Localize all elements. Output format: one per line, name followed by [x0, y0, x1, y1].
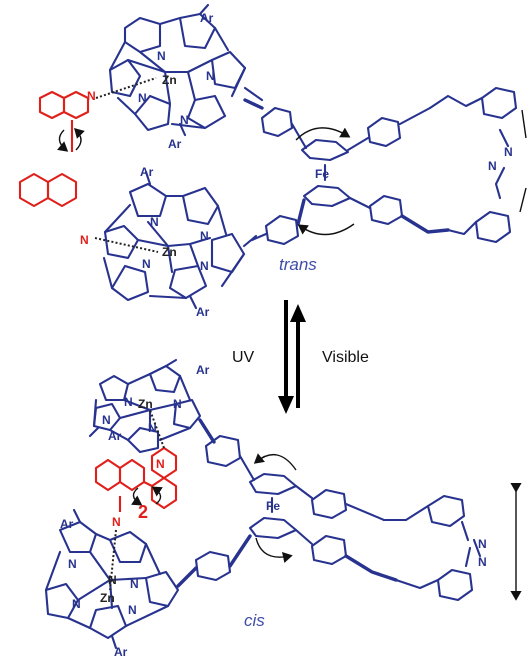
- cis-upper-ar-left: Ar: [108, 429, 122, 443]
- trans-upper-ar-top: Ar: [200, 11, 214, 25]
- cis-lower-ar-bottom: Ar: [114, 645, 128, 657]
- trans-lower-ar-top: Ar: [140, 165, 154, 179]
- visible-label: Visible: [322, 349, 369, 366]
- cis-coordination-upper: [149, 409, 165, 449]
- cis-lower-n-1: N: [68, 557, 77, 571]
- cis-upper-n-2: N: [148, 421, 157, 435]
- trans-azo-n-2: N: [488, 159, 497, 173]
- trans-rotation-arrow-bottom: [297, 223, 355, 236]
- cis-rotation-arrow-bottom: [255, 537, 293, 563]
- uv-label: UV: [232, 349, 255, 366]
- cis-lower-n-2: N: [72, 597, 81, 611]
- trans-upper-ar-bottom: Ar: [168, 137, 182, 151]
- cis-linker: [194, 418, 482, 602]
- compound-number: 2: [138, 502, 148, 522]
- cis-upper-n-3: N: [173, 397, 182, 411]
- trans-isoquinoline-ligands: [18, 90, 90, 208]
- trans-lower-n-2: N: [142, 257, 151, 271]
- trans-upper-n-3: N: [206, 69, 215, 83]
- cis-lower-porphyrin: [44, 508, 198, 650]
- cis-coordination-lower: [109, 529, 117, 591]
- cis-rotation-arrow-top: [253, 453, 297, 471]
- cis-isoquinoline-ligands: [94, 446, 178, 512]
- cis-lower-ar-top: Ar: [60, 517, 74, 531]
- cis-azo-n-2: N: [478, 555, 487, 569]
- trans-lower-n-1: N: [150, 215, 159, 229]
- trans-isomer: Ar Ar N N N N Zn Ar Ar N N N N Zn: [18, 3, 527, 319]
- cis-lower-n-axial: N: [108, 573, 117, 587]
- trans-upper-n-1: N: [157, 49, 166, 63]
- trans-edge-arrow-bottom: [519, 187, 527, 213]
- cis-lower-n-3: N: [130, 577, 139, 591]
- trans-lower-ar-bottom: Ar: [196, 305, 210, 319]
- cis-fe: Fe: [266, 499, 280, 513]
- trans-fe: Fe: [315, 167, 329, 181]
- cis-lower-zn: Zn: [100, 591, 115, 605]
- trans-ligand-n-1: N: [87, 89, 96, 103]
- trans-lower-zn: Zn: [162, 245, 177, 259]
- trans-upper-n-4: N: [180, 113, 189, 127]
- trans-lower-n-3: N: [200, 229, 209, 243]
- cis-azo-n-1: N: [478, 537, 487, 551]
- trans-linker: [243, 86, 518, 246]
- cis-upper-porphyrin: [88, 358, 214, 454]
- cis-label: cis: [244, 611, 265, 630]
- cis-ligand-n-2: N: [112, 515, 121, 529]
- cis-upper-zn: Zn: [138, 397, 153, 411]
- trans-rotation-arrow-top: [295, 127, 351, 141]
- cis-upper-ar-top: Ar: [196, 363, 210, 377]
- cis-isomer: Ar Ar N N N N Zn Ar Ar N N N N Zn N: [44, 358, 522, 657]
- cis-upper-n-4: N: [102, 413, 111, 427]
- cis-ligand-n-1: N: [156, 457, 165, 471]
- photoisomerization-arrows: [278, 300, 306, 414]
- trans-lower-porphyrin: [102, 170, 258, 310]
- trans-lower-n-4: N: [200, 259, 209, 273]
- trans-edge-arrow-top: [521, 109, 527, 139]
- trans-azo-n-1: N: [504, 145, 513, 159]
- trans-upper-zn: Zn: [162, 73, 177, 87]
- trans-coordination-lower: [94, 237, 159, 253]
- cis-lower-n-4: N: [128, 603, 137, 617]
- trans-ligand-n-2: N: [80, 233, 89, 247]
- trans-label: trans: [279, 255, 317, 274]
- cis-upper-n-1: N: [124, 395, 133, 409]
- trans-upper-porphyrin: [108, 3, 264, 137]
- trans-upper-n-2: N: [138, 91, 147, 105]
